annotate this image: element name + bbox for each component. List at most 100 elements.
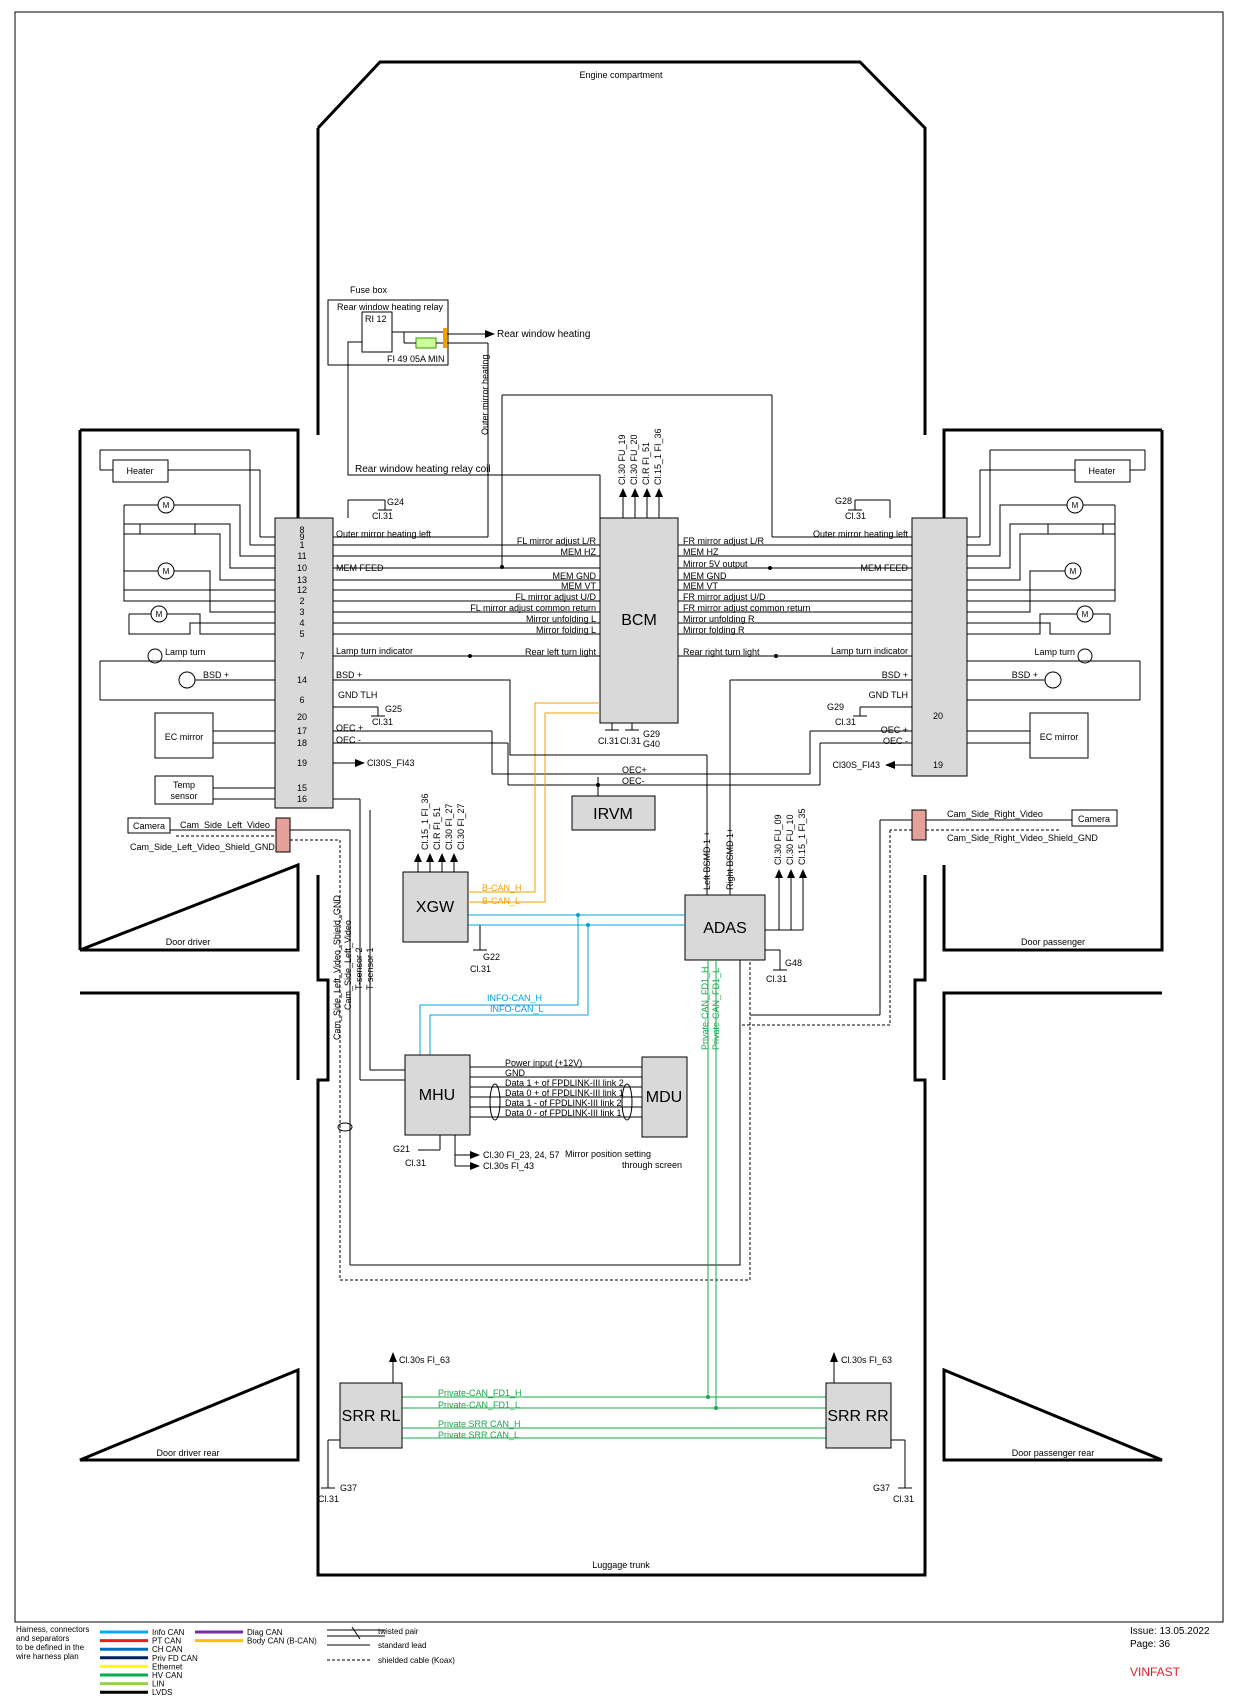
bcm-right-signal: Mirror 5V output	[683, 559, 748, 569]
bcm-right-signal: Mirror folding R	[683, 625, 745, 635]
svg-text:M: M	[1070, 567, 1077, 576]
svg-text:B-CAN_L: B-CAN_L	[482, 896, 520, 906]
svg-text:to be defined in the: to be defined in the	[16, 1643, 85, 1652]
svg-text:OEC-: OEC-	[622, 776, 645, 786]
right-pin-19: 19	[933, 760, 943, 770]
svg-text:SRR RL: SRR RL	[342, 1408, 401, 1425]
svg-text:Cl.31: Cl.31	[893, 1494, 914, 1504]
connector-terminal	[443, 328, 447, 348]
svg-text:Cam_Side_Left_Video: Cam_Side_Left_Video	[343, 920, 353, 1010]
svg-text:Cl30S_FI43: Cl30S_FI43	[367, 758, 415, 768]
left-pin-9: 9	[299, 532, 304, 542]
door-driver-rear-label: Door driver rear	[156, 1448, 219, 1458]
legend-label: Info CAN	[152, 1628, 185, 1637]
left-pin-3: 3	[299, 607, 304, 617]
door-driver-outline	[79, 428, 300, 952]
lamp-turn-right-icon	[1077, 648, 1093, 664]
svg-text:Cl.15_1 FI_35: Cl.15_1 FI_35	[797, 808, 807, 865]
svg-text:Cl.30 FI_27: Cl.30 FI_27	[444, 803, 454, 850]
camera-right	[1071, 809, 1118, 827]
door-passenger-label: Door passenger	[1021, 937, 1085, 947]
svg-text:M: M	[1072, 501, 1079, 510]
left-pin-20: 20	[297, 712, 307, 722]
svg-text:OEC +: OEC +	[881, 725, 908, 735]
potentiometer-icon	[139, 523, 196, 535]
svg-text:SRR RR: SRR RR	[827, 1408, 888, 1425]
svg-text:Cam_Side_Right_Video: Cam_Side_Right_Video	[947, 809, 1043, 819]
svg-text:Cl.15_1 FI_36: Cl.15_1 FI_36	[653, 428, 663, 485]
legend-label: Body CAN (B-CAN)	[247, 1637, 317, 1646]
b-can-h-wire	[468, 702, 600, 893]
left-pin-8: 8	[299, 525, 304, 535]
svg-text:Cl.30 FU_09: Cl.30 FU_09	[773, 814, 783, 865]
private-can-fd-l-wire	[715, 960, 826, 1409]
mhu-signal: Data 0 + of FPDLINK-III link 1	[505, 1088, 624, 1098]
mhu-signal: Power input (+12V)	[505, 1058, 582, 1068]
rear-window-heating-label: Rear window heating	[497, 329, 590, 340]
svg-text:Cl.R FI_51: Cl.R FI_51	[432, 807, 442, 850]
svg-text:Camera: Camera	[1078, 814, 1110, 824]
fuse-fi-label: FI 49 05A MIN	[387, 354, 445, 364]
left-pin-15: 15	[297, 783, 307, 793]
right-motor-wiring	[967, 504, 1116, 635]
bcm-left-signal: Rear left turn light	[525, 647, 597, 657]
svg-text:MEM FEED: MEM FEED	[336, 563, 384, 573]
legend-label: CH CAN	[152, 1645, 183, 1654]
left-door-connector	[274, 517, 334, 809]
svg-text:Outer mirror heating left: Outer mirror heating left	[813, 529, 909, 539]
svg-text:twisted pair: twisted pair	[378, 1627, 419, 1636]
legend-label: LIN	[152, 1680, 165, 1689]
left-pin-18: 18	[297, 738, 307, 748]
svg-text:MDU: MDU	[646, 1089, 682, 1106]
potentiometer-icon	[1047, 523, 1104, 535]
bcm-left-signal: MEM VT	[561, 581, 597, 591]
bcm-left-signal: MEM GND	[553, 571, 597, 581]
camera-connector-left	[275, 817, 291, 853]
left-pin-1: 1	[299, 540, 304, 550]
left-pin-5: 5	[299, 629, 304, 639]
door-passenger-rear-outline	[942, 991, 1163, 1462]
relay-coil-label: Rear window heating relay coil	[355, 464, 491, 475]
svg-text:Cl30S_FI43: Cl30S_FI43	[832, 760, 880, 770]
bcm-left-signal: Mirror folding L	[536, 625, 596, 635]
svg-text:OEC -: OEC -	[336, 735, 361, 745]
svg-text:Cl.30 FU_20: Cl.30 FU_20	[629, 434, 639, 485]
svg-text:Private SRR CAN_L: Private SRR CAN_L	[438, 1430, 519, 1440]
svg-text:GND TLH: GND TLH	[869, 690, 908, 700]
svg-text:Cl.31: Cl.31	[372, 511, 393, 521]
outer-mirror-heating-label: Outer mirror heating	[480, 354, 490, 435]
door-driver-label: Door driver	[166, 937, 211, 947]
bcm-right-signal: MEM GND	[683, 571, 727, 581]
heater-left	[112, 459, 169, 483]
left-pin-6: 6	[299, 695, 304, 705]
legend: Harness, connectors and separators to be…	[15, 1625, 455, 1697]
svg-text:Lamp turn: Lamp turn	[1034, 647, 1075, 657]
left-pin-12: 12	[297, 585, 307, 595]
svg-text:Cl.30s FI_43: Cl.30s FI_43	[483, 1161, 534, 1171]
mhu-signal: Data 1 - of FPDLINK-III link 2	[505, 1098, 622, 1108]
legend-label: Ethernet	[152, 1662, 183, 1671]
svg-text:GND TLH: GND TLH	[338, 690, 377, 700]
svg-text:wire harness plan: wire harness plan	[15, 1652, 79, 1661]
svg-text:through screen: through screen	[622, 1160, 682, 1170]
left-pin-14: 14	[297, 675, 307, 685]
mdu-module	[641, 1056, 688, 1138]
mhu-module	[404, 1054, 471, 1136]
svg-text:OEC +: OEC +	[336, 723, 363, 733]
svg-text:Harness, connectors: Harness, connectors	[16, 1625, 89, 1634]
svg-text:Mirror position setting: Mirror position setting	[565, 1149, 651, 1159]
right-mirror-motors: M M M	[1047, 496, 1104, 623]
left-pin-11: 11	[297, 551, 306, 561]
svg-text:MHU: MHU	[419, 1087, 455, 1104]
svg-text:G37: G37	[873, 1483, 890, 1493]
svg-text:Private-CAN_FD1_L: Private-CAN_FD1_L	[438, 1400, 520, 1410]
svg-text:Lamp turn indicator: Lamp turn indicator	[831, 646, 908, 656]
arrow-icon	[355, 759, 365, 767]
svg-text:MEM FEED: MEM FEED	[860, 563, 908, 573]
svg-text:Private-CAN_FD1_H: Private-CAN_FD1_H	[700, 966, 710, 1050]
svg-text:BSD +: BSD +	[336, 670, 362, 680]
xgw-supply-arrows	[414, 853, 458, 872]
svg-text:B-CAN_H: B-CAN_H	[482, 883, 522, 893]
